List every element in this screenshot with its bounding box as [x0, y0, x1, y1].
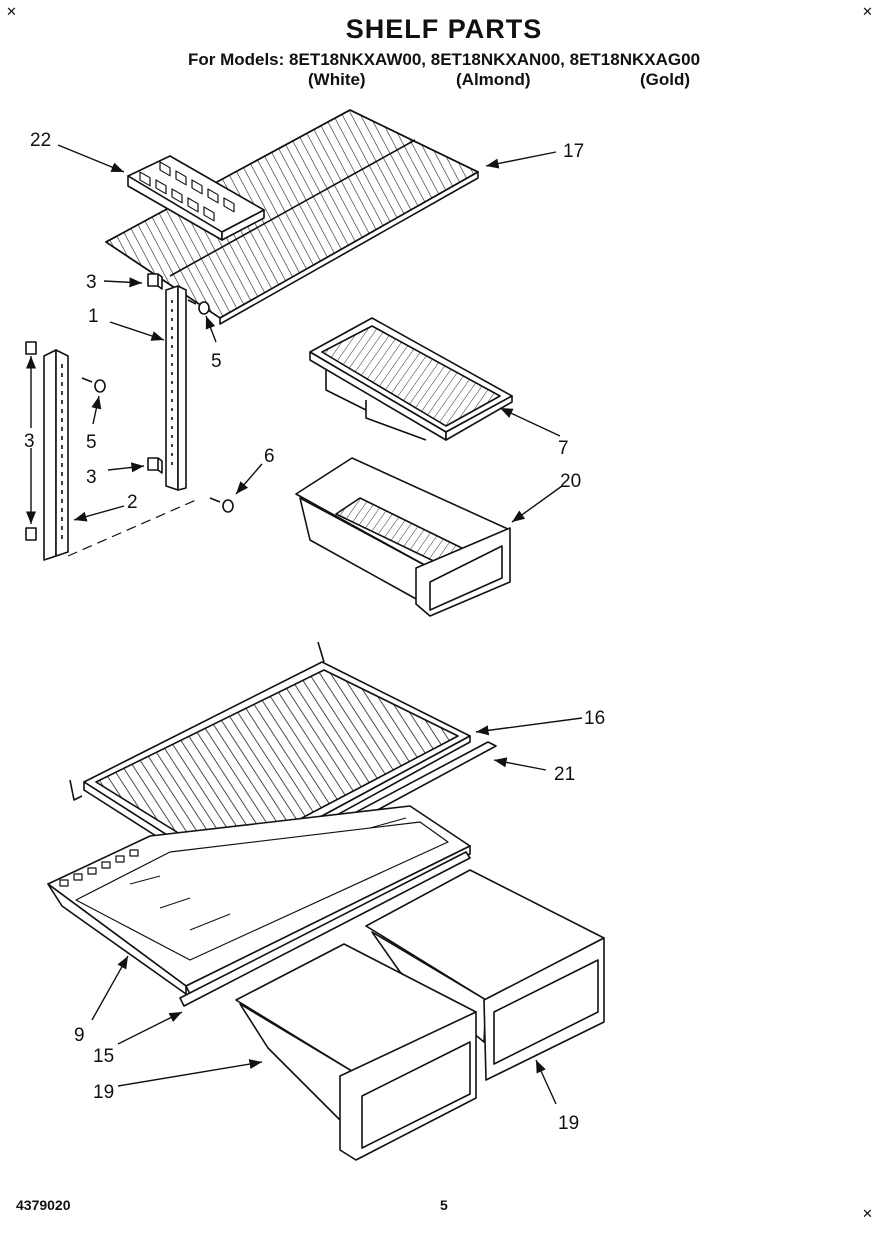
callout-1: 1: [88, 306, 99, 327]
callout-17: 17: [563, 141, 584, 162]
meat-pan-part-20: [295, 457, 511, 617]
callout-9: 9: [74, 1025, 85, 1046]
callout-3-top: 3: [86, 272, 97, 293]
callout-15: 15: [93, 1046, 114, 1067]
leader-lines: [25, 144, 583, 1105]
shelf-support-part-1: [165, 285, 187, 491]
crisper-cover-part-9: [47, 805, 471, 995]
callout-22: 22: [30, 130, 51, 151]
ice-tray-part-22: [127, 155, 265, 241]
callout-7: 7: [558, 438, 569, 459]
callout-21: 21: [554, 764, 575, 785]
callout-3-left: 3: [24, 431, 35, 452]
corner-mark-top-left: ✕: [6, 4, 17, 19]
callout-19-right: 19: [558, 1113, 579, 1134]
wire-shelf-part-17: [105, 109, 479, 325]
color-gold: (Gold): [640, 70, 691, 89]
callout-6: 6: [264, 446, 275, 467]
models-line: For Models: 8ET18NKXAW00, 8ET18NKXAN00, …: [187, 50, 701, 69]
callout-2: 2: [127, 492, 138, 513]
callout-3-lower: 3: [86, 467, 97, 488]
screw-part-5-6: [81, 299, 234, 513]
callout-labels: 22 17 3 1 5 3 5 3 6 2 7 20 16 21 9 15 19…: [24, 130, 605, 1134]
callout-5-left: 5: [86, 432, 97, 453]
shelf-rail-part-2: [43, 349, 197, 561]
color-white: (White): [308, 70, 366, 89]
crisper-drawer-left-part-19: [235, 943, 477, 1161]
page-title: SHELF PARTS: [345, 14, 543, 44]
pan-cover-part-7: [309, 317, 513, 441]
corner-mark-bottom-right: ✕: [862, 1206, 873, 1221]
document-number: 4379020: [16, 1197, 71, 1213]
callout-20: 20: [560, 471, 581, 492]
callout-16: 16: [584, 708, 605, 729]
color-almond: (Almond): [456, 70, 531, 89]
rail-part-15: [179, 851, 471, 1007]
callout-5-right: 5: [211, 351, 222, 372]
corner-mark-top-right: ✕: [862, 4, 873, 19]
page-number: 5: [440, 1197, 448, 1213]
clip-part-3: [25, 273, 163, 541]
callout-19-left: 19: [93, 1082, 114, 1103]
